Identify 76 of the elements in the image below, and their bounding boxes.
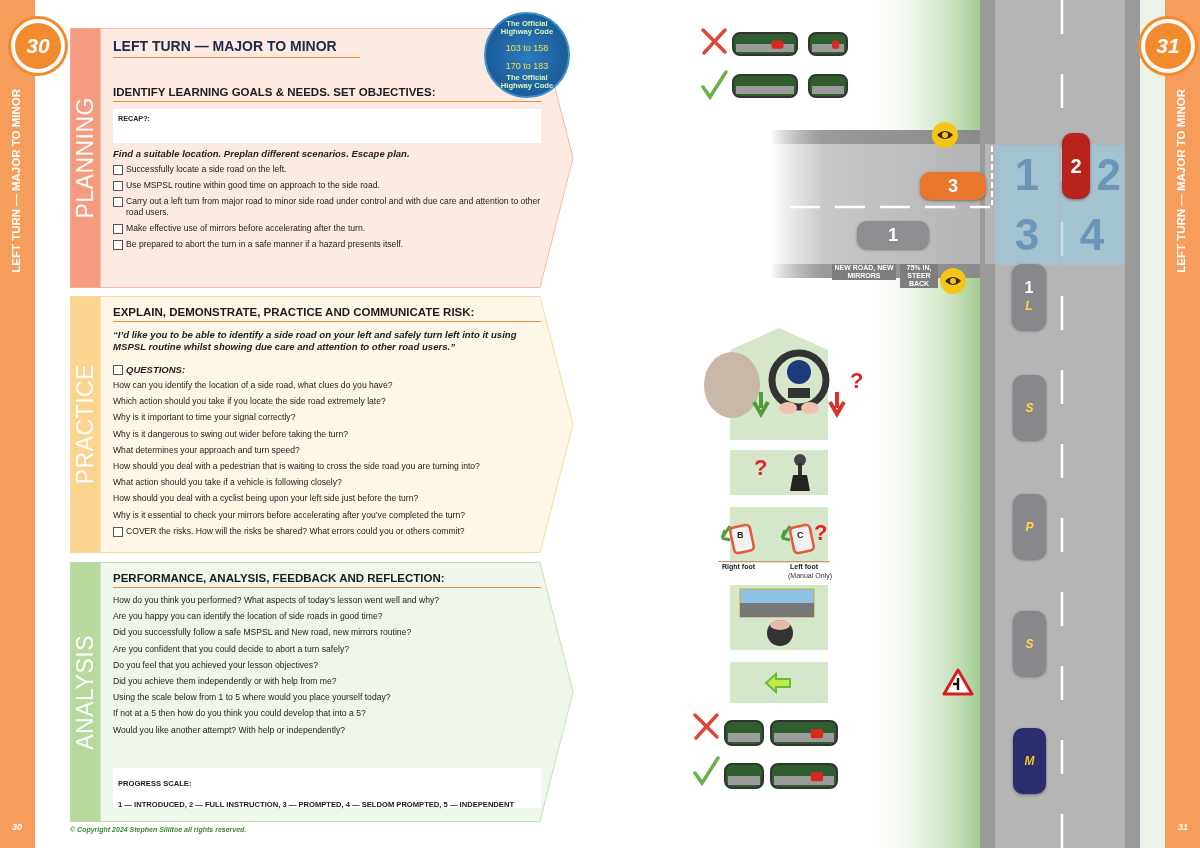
- question-text: Did you successfully follow a safe MSPSL and New road, new mirrors routine?: [113, 627, 412, 638]
- question-mark: ?: [850, 368, 864, 394]
- car-label: 2: [1070, 155, 1082, 177]
- car: [1013, 728, 1046, 794]
- page-number: 31: [1156, 34, 1180, 58]
- badge-text: 170 to 183: [505, 61, 549, 71]
- car-label: 1: [1024, 279, 1034, 297]
- question-text: If not at a 5 then how do you think you could develop that into a 5?: [113, 708, 366, 719]
- car-label: M: [1024, 754, 1035, 768]
- question-text: Do you feel that you achieved your lesson objectives?: [113, 659, 318, 670]
- section-heading: PERFORMANCE, ANALYSIS, FEEDBACK AND REFLECTION:: [113, 572, 541, 588]
- page-number: 30: [26, 34, 50, 58]
- grid-number: 2: [1096, 152, 1121, 198]
- checklist-item: Use MSPSL routine within good time on approach to the side road.: [126, 180, 380, 191]
- car: [1013, 611, 1046, 676]
- section-label: PRACTICE: [72, 364, 99, 485]
- car: [920, 172, 986, 200]
- car-label: S: [1025, 636, 1034, 651]
- car-label: P: [1025, 519, 1034, 534]
- checklist-item: Make effective use of mirrors before accelerating after the turn.: [126, 223, 366, 234]
- pedal-letter: B: [737, 530, 744, 540]
- checklist-item: Successfully locate a side road on the left.: [126, 164, 287, 175]
- grid-number: 3: [1014, 212, 1040, 258]
- question-text: What determines your approach and turn speed?: [113, 444, 300, 455]
- question-text: Why is it essential to check your mirrors before accelerating after you’ve completed the turn?: [113, 509, 466, 520]
- list-heading: QUESTIONS:: [126, 364, 186, 375]
- grid-square: [995, 145, 1059, 205]
- grid-square: [995, 205, 1059, 265]
- question-text: Would you like another attempt? With help or independently?: [113, 724, 345, 735]
- checklist-item: Be prepared to abort the turn in a safe manner if a hazard presents itself.: [126, 239, 404, 250]
- page-number: 30: [12, 822, 22, 832]
- section-heading: EXPLAIN, DEMONSTRATE, PRACTICE AND COMMUNICATE RISK:: [113, 306, 541, 322]
- instruction-text: Find a suitable location. Preplan different scenarios. Escape plan.: [113, 148, 410, 159]
- question-text: Are you happy you can identify the location of side roads in good time?: [113, 611, 383, 622]
- side-title: LEFT TURN — MAJOR TO MINOR: [1175, 88, 1187, 273]
- car-label: 1: [888, 225, 898, 245]
- car: [857, 221, 929, 249]
- section-arrow-panel: [70, 296, 574, 553]
- car-label: 3: [948, 176, 958, 196]
- car: [1013, 494, 1046, 559]
- section-label: ANALYSIS: [72, 634, 99, 750]
- badge-text: 103 to 158: [505, 43, 549, 53]
- pedal-letter: C: [797, 530, 804, 540]
- recap-field: [113, 109, 541, 143]
- checklist-item: COVER the risks. How will the risks be shared? What errors could you or others commit?: [126, 525, 465, 537]
- car: [1013, 375, 1046, 440]
- question-text: How should you deal with a cyclist being upon your left side just before the turn?: [113, 493, 419, 504]
- progress-scale-box: [113, 768, 541, 808]
- section-arrow-panel: [70, 562, 574, 822]
- question-text: Did you achieve them independently or with help from me?: [113, 675, 337, 686]
- quote-text: “I’d like you to be able to identify a side road on your left and safely turn left into it using MSPSL routine whilst showing due care and attention to other road users.”: [113, 329, 518, 352]
- question-text: Using the scale below from 1 to 5 where would you place yourself today?: [113, 692, 391, 703]
- car: [1012, 264, 1046, 330]
- question-mark: ?: [814, 520, 828, 546]
- question-text: What action should you take if a vehicle is following closely?: [113, 477, 342, 488]
- question-text: How do you think you performed? What aspects of today’s lesson went well and why?: [113, 595, 440, 605]
- question-mark: ?: [754, 455, 768, 481]
- grid-number: 4: [1079, 212, 1105, 258]
- car: [1062, 133, 1090, 199]
- side-title: LEFT TURN — MAJOR TO MINOR: [10, 88, 22, 273]
- grid-number: 1: [1014, 152, 1040, 198]
- page-number-circle: [11, 19, 65, 73]
- question-text: Why is it important to time your signal correctly?: [113, 412, 296, 423]
- checklist-item: Carry out a left turn from major road to minor side road under control and with due care and attention to other road users.: [126, 196, 541, 218]
- question-text: Why is it dangerous to swing out wider before taking the turn?: [113, 428, 349, 439]
- car-label: S: [1025, 400, 1034, 415]
- section-label: PLANNING: [72, 97, 99, 219]
- question-text: How can you identify the location of a side road, what clues do you have?: [113, 380, 393, 390]
- grid-square: [1060, 205, 1124, 265]
- question-text: Are you confident that you could decide to abort a turn safely?: [113, 643, 349, 654]
- page-number-circle: [1141, 19, 1195, 73]
- car-label: L: [1025, 298, 1033, 315]
- section-arrow-panel: [70, 28, 574, 288]
- question-text: Which action should you take if you locate the side road extremely late?: [113, 396, 386, 407]
- question-text: How should you deal with a pedestrian that is waiting to cross the side road you are turning into?: [113, 460, 480, 471]
- page-number: 31: [1178, 822, 1188, 832]
